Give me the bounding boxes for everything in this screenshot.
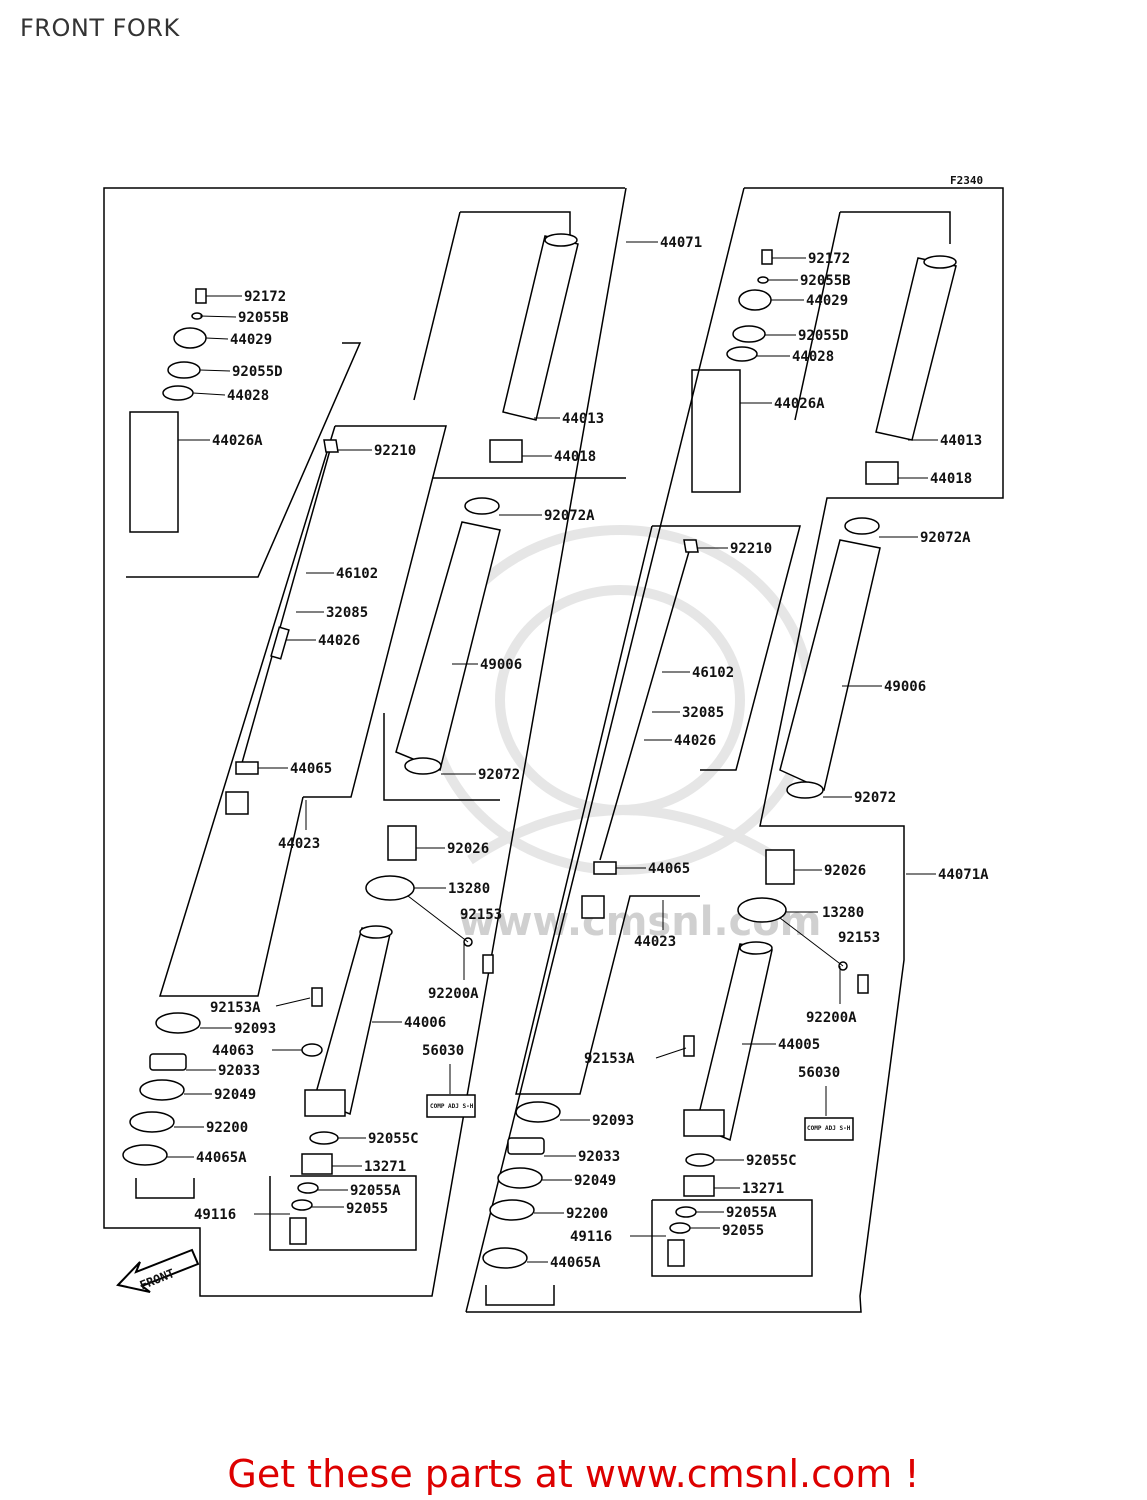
part-label: 92200A [806, 1010, 857, 1026]
part-label: 92210 [730, 541, 772, 557]
part-label: 44026 [674, 733, 716, 749]
part-label: 44065 [290, 761, 332, 777]
part-label: 92049 [574, 1173, 616, 1189]
rod-nut-icon [323, 439, 339, 453]
part-label: 56030 [422, 1043, 464, 1059]
part-label: 44006 [404, 1015, 446, 1031]
part-label: 44018 [554, 449, 596, 465]
cap-bolt-icon [195, 288, 207, 304]
part-label: 92055A [350, 1183, 401, 1199]
part-label: 92093 [234, 1021, 276, 1037]
right-fork-parts [482, 249, 957, 1269]
part-label: 32085 [326, 605, 368, 621]
part-label: 92153A [584, 1051, 635, 1067]
tag-label-right: COMP ADJ S-H [807, 1125, 851, 1132]
part-label: 44026 [318, 633, 360, 649]
part-label: 92153 [460, 907, 502, 923]
part-label: 92072A [920, 530, 971, 546]
part-label: 92055 [722, 1223, 764, 1239]
part-label: 44023 [278, 836, 320, 852]
part-label: 44028 [227, 388, 269, 404]
part-label: 44065 [648, 861, 690, 877]
part-label: 92049 [214, 1087, 256, 1103]
part-label: 49116 [570, 1229, 612, 1245]
part-label: 44063 [212, 1043, 254, 1059]
part-label: 44018 [930, 471, 972, 487]
part-label: 92172 [808, 251, 850, 267]
left-part-labels: 92172 92055B 44029 92055D 44028 44026A 9… [194, 235, 702, 1223]
right-leader-lines [527, 257, 938, 1263]
part-label: 46102 [336, 566, 378, 582]
part-label: 44026A [774, 396, 825, 412]
part-label: 92072 [854, 790, 896, 806]
part-label: 92055D [798, 328, 849, 344]
left-fork-outline [103, 187, 627, 1297]
part-label: 13280 [822, 905, 864, 921]
part-label: 92153 [838, 930, 880, 946]
part-label: 44005 [778, 1037, 820, 1053]
part-label: 92210 [374, 443, 416, 459]
part-label: 44029 [806, 293, 848, 309]
part-label: 92033 [218, 1063, 260, 1079]
part-label: 92153A [210, 1000, 261, 1016]
fork-cap-icon [173, 327, 207, 349]
part-label: 44028 [792, 349, 834, 365]
part-label: 32085 [682, 705, 724, 721]
part-label: 92055D [232, 364, 283, 380]
part-label: 92055C [368, 1131, 419, 1147]
part-label: 49006 [884, 679, 926, 695]
part-label: 49116 [194, 1207, 236, 1223]
part-label: 92093 [592, 1113, 634, 1129]
part-label: 92055C [746, 1153, 797, 1169]
left-leader-lines [167, 241, 658, 1215]
right-fork-outline [465, 187, 1004, 1313]
fork-tube-icon [502, 233, 579, 421]
part-label: 44013 [562, 411, 604, 427]
part-label: 92026 [447, 841, 489, 857]
part-label: 44026A [212, 433, 263, 449]
left-fork-parts [122, 233, 579, 1245]
part-label: 13280 [448, 881, 490, 897]
part-label: 92172 [244, 289, 286, 305]
part-label: 44071A [938, 867, 989, 883]
part-label: 44065A [550, 1255, 601, 1271]
figure-code: F2340 [950, 174, 983, 187]
part-label: 44071 [660, 235, 702, 251]
part-label: 92072 [478, 767, 520, 783]
part-label: 92055B [800, 273, 851, 289]
part-label: 92055A [726, 1205, 777, 1221]
front-arrow-icon: FRONT [116, 1248, 200, 1293]
part-label: 44029 [230, 332, 272, 348]
part-label: 56030 [798, 1065, 840, 1081]
part-label: 46102 [692, 665, 734, 681]
part-label: 92200A [428, 986, 479, 1002]
right-part-labels: 92172 92055B 44029 92055D 44028 44026A 4… [550, 251, 989, 1271]
part-label: 92072A [544, 508, 595, 524]
part-label: 13271 [742, 1181, 784, 1197]
part-label: 92200 [566, 1206, 608, 1222]
part-label: 13271 [364, 1159, 406, 1175]
page-title: FRONT FORK [20, 14, 180, 42]
part-label: 92200 [206, 1120, 248, 1136]
spring-icon [129, 411, 179, 533]
tag-label-left: COMP ADJ S-H [430, 1103, 474, 1110]
part-label: 44023 [634, 934, 676, 950]
part-label: 44065A [196, 1150, 247, 1166]
part-label: 92033 [578, 1149, 620, 1165]
cta-link[interactable]: Get these parts at www.cmsnl.com ! [227, 1452, 920, 1496]
part-label: 44013 [940, 433, 982, 449]
part-label: 49006 [480, 657, 522, 673]
part-label: 92055 [346, 1201, 388, 1217]
part-label: 92055B [238, 310, 289, 326]
fork-boot-icon [395, 521, 501, 772]
part-label: 92026 [824, 863, 866, 879]
